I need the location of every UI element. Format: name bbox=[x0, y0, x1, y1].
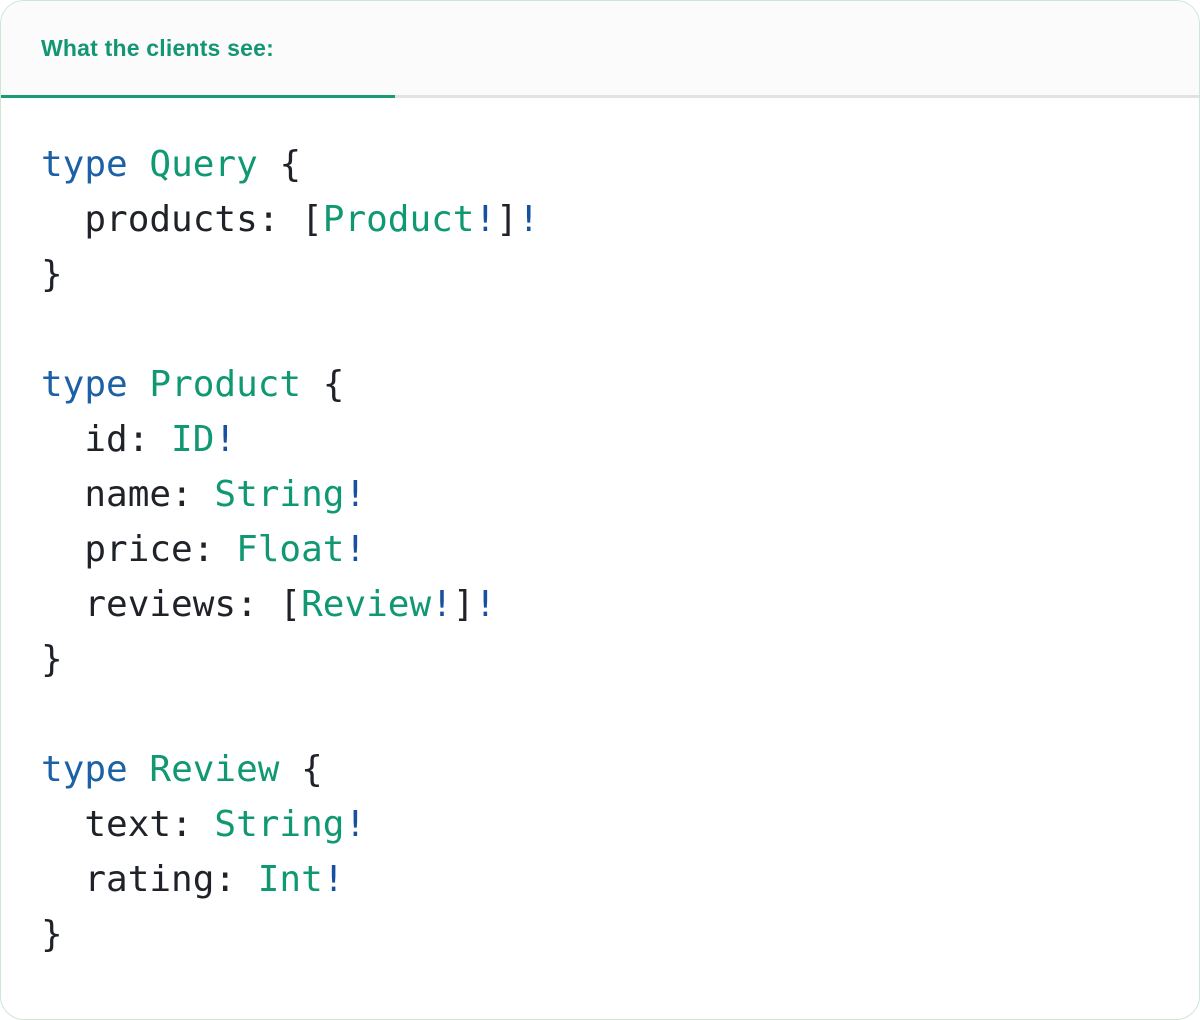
code-token: ] bbox=[496, 199, 518, 240]
code-line: text: String! bbox=[41, 797, 1159, 852]
code-line: rating: Int! bbox=[41, 852, 1159, 907]
code-line: type Review { bbox=[41, 742, 1159, 797]
code-token: ! bbox=[474, 584, 497, 625]
code-token: } bbox=[41, 914, 63, 955]
code-token: type bbox=[41, 749, 128, 790]
code-token: Int bbox=[257, 859, 323, 900]
code-token: Product bbox=[149, 364, 302, 405]
code-token: text: bbox=[41, 804, 215, 845]
code-token: products: [ bbox=[41, 199, 323, 240]
code-token: ! bbox=[344, 474, 367, 515]
code-token: ! bbox=[344, 529, 367, 570]
code-block: type Query { products: [Product!]!}type … bbox=[1, 98, 1199, 962]
code-line: name: String! bbox=[41, 467, 1159, 522]
code-token: Product bbox=[322, 199, 475, 240]
code-line bbox=[41, 302, 1159, 357]
code-token: } bbox=[41, 254, 63, 295]
tab-label: What the clients see: bbox=[41, 34, 274, 61]
code-line bbox=[41, 687, 1159, 742]
code-line: id: ID! bbox=[41, 412, 1159, 467]
code-token: { bbox=[301, 364, 345, 405]
code-token: ! bbox=[517, 199, 540, 240]
code-line: price: Float! bbox=[41, 522, 1159, 577]
code-token: ! bbox=[474, 199, 497, 240]
code-token: ! bbox=[344, 804, 367, 845]
code-token: type bbox=[41, 144, 128, 185]
code-token: String bbox=[214, 474, 345, 515]
code-token: Review bbox=[301, 584, 432, 625]
code-line: } bbox=[41, 632, 1159, 687]
code-token: Float bbox=[236, 529, 345, 570]
tab-bar: What the clients see: bbox=[1, 1, 1199, 98]
code-token: String bbox=[214, 804, 345, 845]
code-token: Review bbox=[149, 749, 280, 790]
code-line: products: [Product!]! bbox=[41, 192, 1159, 247]
code-token: price: bbox=[41, 529, 237, 570]
code-token: type bbox=[41, 364, 128, 405]
code-line: type Product { bbox=[41, 357, 1159, 412]
code-token: Query bbox=[149, 144, 258, 185]
code-token: rating: bbox=[41, 859, 258, 900]
code-token: reviews: [ bbox=[41, 584, 302, 625]
code-token: ! bbox=[214, 419, 237, 460]
code-token bbox=[128, 144, 150, 185]
code-token: } bbox=[41, 639, 63, 680]
code-token bbox=[128, 364, 150, 405]
code-line: } bbox=[41, 247, 1159, 302]
code-token bbox=[128, 749, 150, 790]
code-token: id: bbox=[41, 419, 172, 460]
code-token: ID bbox=[171, 419, 215, 460]
tab-what-clients-see[interactable]: What the clients see: bbox=[1, 1, 395, 98]
code-token: { bbox=[279, 749, 323, 790]
code-token: ! bbox=[322, 859, 345, 900]
code-token: { bbox=[257, 144, 302, 185]
code-token: ! bbox=[431, 584, 453, 625]
code-token: name: bbox=[41, 474, 215, 515]
code-token: ] bbox=[452, 584, 475, 625]
code-line: type Query { bbox=[41, 137, 1159, 192]
code-line: reviews: [Review!]! bbox=[41, 577, 1159, 632]
code-line: } bbox=[41, 907, 1159, 962]
